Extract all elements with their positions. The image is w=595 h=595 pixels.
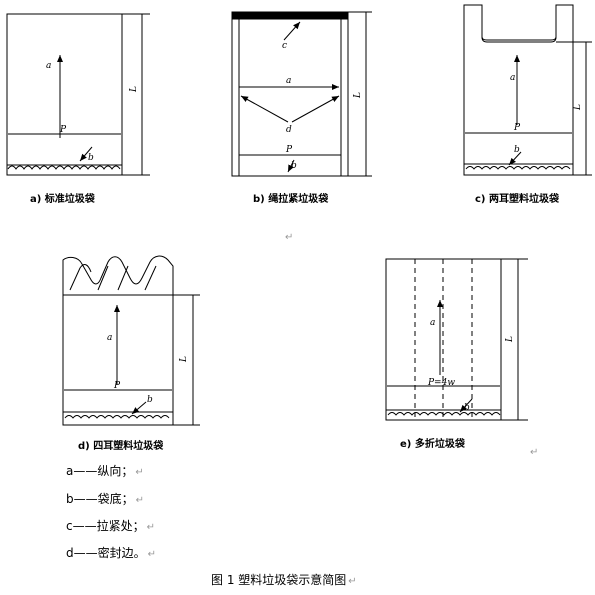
bag-a-label-b: b bbox=[88, 153, 94, 163]
bag-b-label-P: P bbox=[285, 145, 293, 155]
bag-d-outline bbox=[62, 295, 174, 426]
bag-e-caption: e) 多折垃圾袋 bbox=[400, 437, 466, 450]
bag-b-label-a: a bbox=[286, 76, 291, 86]
panel-b-drawstring-bag bbox=[231, 11, 372, 177]
bag-c-caption: c) 两耳塑料垃圾袋 bbox=[475, 192, 560, 205]
bag-d-label-P: P bbox=[113, 381, 121, 391]
bag-e-label-L: L bbox=[505, 336, 515, 343]
bag-b-arrow-d-left bbox=[240, 95, 289, 123]
bag-e-bottom-wave bbox=[387, 412, 501, 416]
bag-c-bottom-wave bbox=[465, 166, 571, 170]
bag-c-label-L: L bbox=[573, 104, 583, 111]
bag-c-arrow-b bbox=[508, 151, 522, 166]
return-mark-2: ↵ bbox=[530, 447, 538, 458]
bag-c-handle-inner bbox=[481, 36, 557, 41]
bag-b-arrow-c bbox=[283, 21, 301, 41]
bag-a-label-a: a bbox=[46, 61, 51, 71]
bag-b-label-c: c bbox=[282, 41, 287, 51]
return-mark-1: ↵ bbox=[285, 232, 293, 243]
bag-b-drawstring-band bbox=[231, 11, 349, 20]
bag-d-label-b: b bbox=[147, 395, 153, 405]
bag-a-outline bbox=[6, 13, 123, 176]
bag-d-arrow-b bbox=[131, 401, 147, 415]
bag-d-ears-top bbox=[62, 255, 174, 296]
bag-b-arrow-b bbox=[287, 159, 295, 173]
legend-item-b: b——袋底；↵ bbox=[66, 492, 145, 506]
bag-b-label-b: b bbox=[291, 161, 297, 171]
bag-d-ears-folds bbox=[69, 264, 157, 291]
bag-a-arrow-b bbox=[79, 146, 93, 162]
legend-item-c: c——拉紧处；↵ bbox=[66, 519, 155, 533]
legend-item-a: a——纵向；↵ bbox=[66, 464, 144, 478]
legend-item-d: d——密封边。↵ bbox=[66, 546, 157, 560]
bag-b-label-L: L bbox=[353, 92, 363, 99]
bag-e-label-b: b bbox=[464, 403, 470, 413]
bag-d-label-L: L bbox=[179, 356, 189, 363]
panel-a-standard-bag bbox=[6, 13, 150, 176]
bag-d-label-a: a bbox=[107, 333, 112, 343]
panel-c-two-ear-bag bbox=[463, 4, 592, 176]
bag-b-caption: b) 绳拉紧垃圾袋 bbox=[253, 192, 329, 205]
bag-d-bottom-wave bbox=[64, 415, 170, 419]
bag-b-label-d: d bbox=[286, 125, 292, 135]
bag-a-bottom-wave bbox=[7, 165, 121, 170]
bag-a-label-P: P bbox=[59, 125, 67, 135]
figure-title: 图 1 塑料垃圾袋示意简图↵ bbox=[211, 573, 357, 587]
bag-a-label-L: L bbox=[129, 86, 139, 93]
bag-a-caption: a) 标准垃圾袋 bbox=[30, 192, 96, 205]
bag-e-arrow-b bbox=[459, 398, 473, 413]
bag-c-label-a: a bbox=[510, 73, 515, 83]
bag-d-caption: d) 四耳塑料垃圾袋 bbox=[78, 439, 164, 452]
bag-c-label-P: P bbox=[513, 123, 521, 133]
bag-e-label-a: a bbox=[430, 318, 435, 328]
bag-c-label-b: b bbox=[514, 145, 520, 155]
panel-e-multifold-bag bbox=[385, 258, 528, 421]
panel-d-four-ear-bag bbox=[62, 255, 200, 426]
bag-b-arrow-d-right bbox=[291, 95, 340, 123]
bag-e-label-P: P=4w bbox=[427, 378, 455, 388]
